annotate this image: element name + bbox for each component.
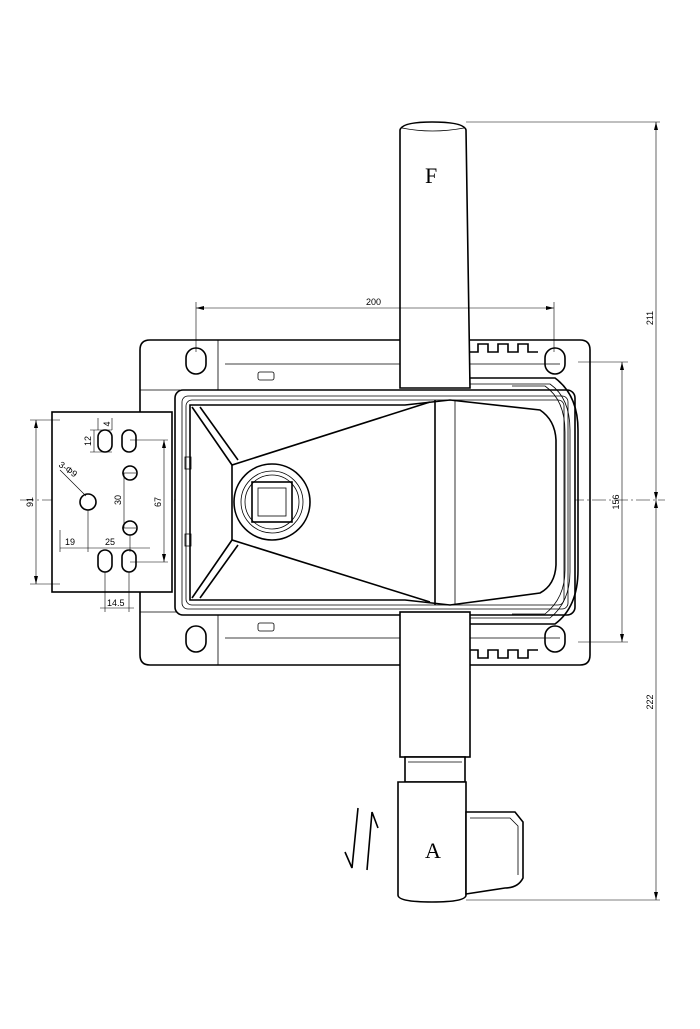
dim-label-200: 200 <box>366 297 381 307</box>
dimension-91 <box>30 419 60 585</box>
mounting-plate <box>139 339 591 666</box>
dimension-14-5 <box>100 572 134 612</box>
main-housing <box>174 371 579 632</box>
handle-f <box>399 121 471 389</box>
dim-label-30: 30 <box>113 495 123 505</box>
dimension-19-25 <box>59 510 150 552</box>
dimension-12-4 <box>59 418 113 497</box>
dim-label-4: 4 <box>102 421 112 426</box>
dim-label-91: 91 <box>25 497 35 507</box>
dim-label-19: 19 <box>65 537 75 547</box>
handle-a <box>397 611 524 903</box>
dim-label-211: 211 <box>645 311 655 325</box>
dim-label-222: 222 <box>645 694 655 709</box>
dimension-211-222 <box>466 121 660 901</box>
handle-a-label: A <box>425 838 441 863</box>
dim-label-156: 156 <box>611 494 621 509</box>
dimension-156 <box>578 361 628 643</box>
handle-f-label: F <box>425 163 437 188</box>
dimension-30 <box>122 472 136 529</box>
comb-notches <box>470 343 538 659</box>
direction-arrows-icon <box>344 807 379 871</box>
dim-label-67: 67 <box>153 497 163 507</box>
dimension-67 <box>130 439 168 563</box>
dim-label-14-5: 14.5 <box>107 598 125 608</box>
dim-label-12: 12 <box>83 436 93 446</box>
dimension-200 <box>195 302 555 352</box>
dim-label-25: 25 <box>105 537 115 547</box>
